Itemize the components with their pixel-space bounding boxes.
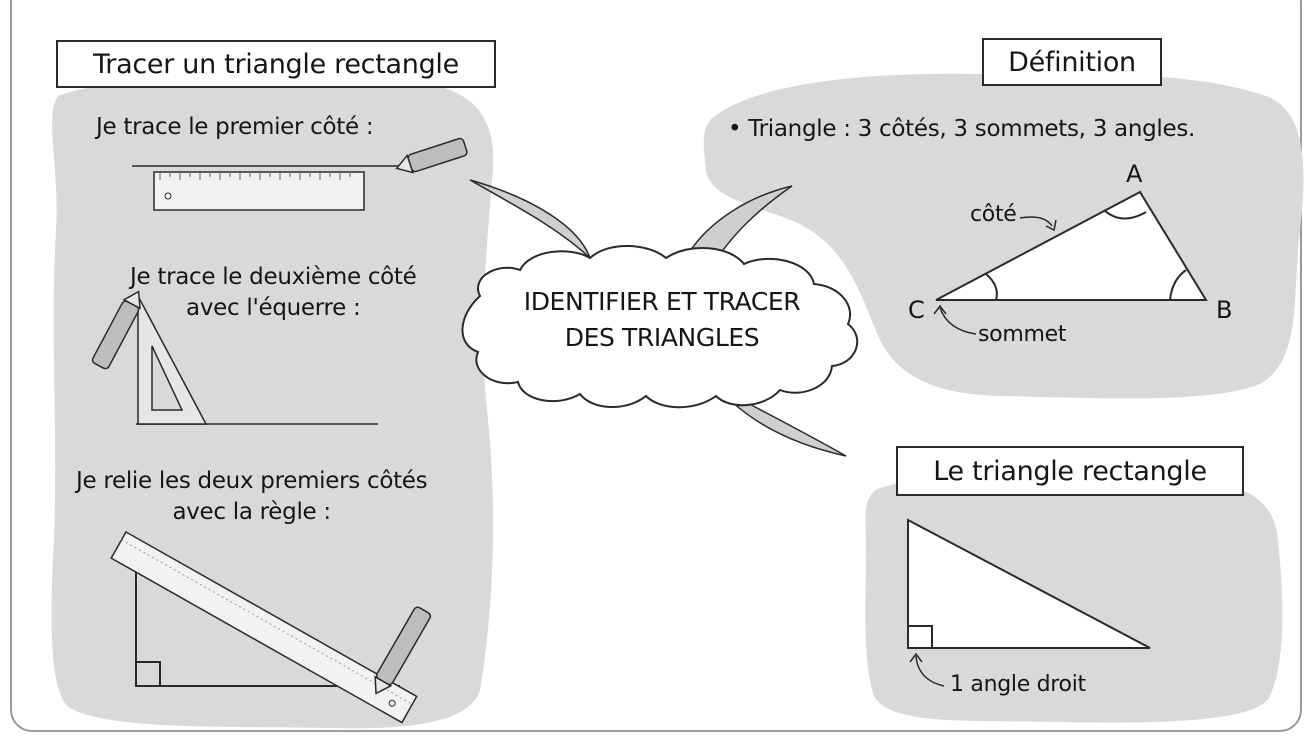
angle-arc-a xyxy=(1103,209,1147,220)
vertex-b: B xyxy=(1216,296,1233,324)
angle-arc-c xyxy=(985,273,998,301)
ruler-ticks xyxy=(159,172,351,180)
angle-arc-b xyxy=(1169,269,1187,301)
step3-triangle xyxy=(135,560,400,687)
left-title: Tracer un triangle rectangle xyxy=(93,48,459,80)
pencil-icon xyxy=(91,290,141,370)
side-label: côté xyxy=(970,202,1017,227)
right-angle-icon xyxy=(136,661,161,686)
ruler-icon xyxy=(153,171,365,211)
pencil-icon xyxy=(374,606,432,695)
step2-line1: Je trace le deuxième côté xyxy=(130,264,417,290)
vertex-a: A xyxy=(1126,160,1143,188)
step3-line2: avec la règle : xyxy=(172,499,331,525)
definition-title: Définition xyxy=(1008,46,1136,78)
step3-text: Je relie les deux premiers côtés avec la… xyxy=(76,466,428,528)
step3-line1: Je relie les deux premiers côtés xyxy=(76,468,428,494)
right-angle-label: 1 angle droit xyxy=(950,672,1086,697)
center-title-line1: IDENTIFIER ET TRACER xyxy=(523,287,801,316)
left-title-box: Tracer un triangle rectangle xyxy=(56,40,496,88)
definition-bullet: • Triangle : 3 côtés, 3 sommets, 3 angle… xyxy=(728,116,1196,142)
step1-text: Je trace le premier côté : xyxy=(96,114,374,140)
definition-title-box: Définition xyxy=(982,38,1162,86)
step2-text: Je trace le deuxième côté avec l'équerre… xyxy=(130,262,417,324)
cloud-icon xyxy=(461,245,859,409)
right-angle-icon xyxy=(908,625,933,648)
center-title-line2: DES TRIANGLES xyxy=(564,323,760,352)
step2-line2: avec l'équerre : xyxy=(186,295,361,321)
right-triangle-shape xyxy=(907,518,1151,649)
right-triangle-title: Le triangle rectangle xyxy=(933,455,1207,487)
sommet-pointer xyxy=(939,307,977,335)
swoosh-topright xyxy=(686,185,793,265)
cote-pointer xyxy=(1019,216,1053,227)
right-triangle-title-box: Le triangle rectangle xyxy=(896,446,1244,496)
vertex-c: C xyxy=(908,296,925,324)
pencil-icon xyxy=(395,137,468,174)
vertex-label: sommet xyxy=(978,322,1067,347)
definition-triangle xyxy=(935,190,1208,301)
angle-pointer xyxy=(915,655,945,687)
center-title: IDENTIFIER ET TRACER DES TRIANGLES xyxy=(462,284,862,356)
definition-blob xyxy=(703,73,1304,399)
right-triangle-blob xyxy=(865,475,1283,723)
page-frame xyxy=(10,0,1302,732)
ruler-icon xyxy=(110,530,418,724)
